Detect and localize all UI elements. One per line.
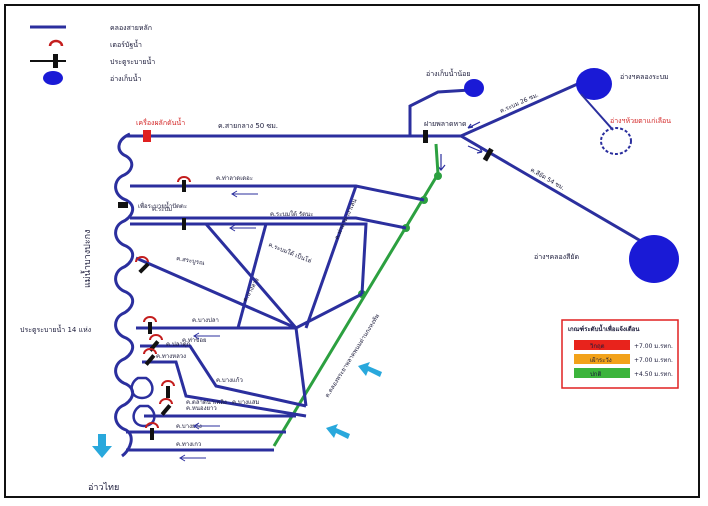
status-value-normal: +4.50 ม.รทก. bbox=[634, 371, 673, 378]
water-network-diagram: คลองสายหลัก เตอร์บัฐน้ำ ประตูระบายน้ำ อ่… bbox=[20, 24, 679, 493]
canal-label: ค.บางปลา bbox=[192, 317, 219, 324]
canal-to-small-reservoir bbox=[408, 88, 471, 136]
sluice-gate-icon bbox=[159, 398, 173, 405]
pump-station-icon bbox=[143, 130, 151, 142]
canal-to-rabom bbox=[460, 76, 592, 138]
canal-label: ค.ระบมใต้ รัตนะ bbox=[270, 210, 313, 218]
water-gate-icon bbox=[138, 262, 150, 274]
water-gate-icon bbox=[182, 180, 186, 192]
canal-label: ค.บางแก้ว bbox=[216, 377, 243, 384]
sluice-gate-icon bbox=[149, 334, 163, 341]
flow-arrow bbox=[467, 145, 483, 154]
canal-label: ค.ท่าลาดเดอะ bbox=[216, 175, 253, 182]
river-loop bbox=[132, 404, 156, 428]
legend: คลองสายหลัก เตอร์บัฐน้ำ ประตูระบายน้ำ อ่… bbox=[30, 24, 155, 85]
watershed-label: ฝายพลาดหาด bbox=[424, 120, 467, 128]
water-gate-icon bbox=[53, 54, 58, 68]
canal-3 bbox=[130, 222, 368, 295]
reservoir-khlong-sri-yat bbox=[629, 235, 679, 283]
canal-label: ค.ทางหลวง bbox=[156, 353, 186, 360]
legend-label-sluice: เตอร์บัฐน้ำ bbox=[110, 38, 142, 49]
left-arrow-icon bbox=[358, 362, 382, 377]
sluice-gate-icon bbox=[143, 316, 157, 323]
status-label-critical: วิกฤต bbox=[589, 343, 604, 350]
canal-label: ค.ทางเกว bbox=[176, 441, 201, 448]
legend-label-main-canal: คลองสายหลัก bbox=[110, 24, 152, 32]
bay-label: อ่าวไทย bbox=[88, 482, 119, 493]
flow-arrow bbox=[467, 121, 481, 129]
status-label-normal: ปกติ bbox=[590, 371, 601, 378]
branch-canals bbox=[126, 184, 425, 452]
canal-9 bbox=[304, 185, 358, 329]
water-gate-icon bbox=[150, 428, 154, 440]
canal-6 bbox=[294, 327, 308, 407]
canal-11 bbox=[142, 360, 307, 418]
status-value-watch: +7.00 ม.รทก. bbox=[634, 357, 673, 364]
planned-reservoir-label: อ่างฯห้วยตาแก่เลือน bbox=[610, 117, 671, 125]
canal-label: ค.ระบมใต้ เป็นโล่ bbox=[267, 240, 313, 266]
inflow-arrows bbox=[92, 362, 382, 458]
water-gate-icon bbox=[182, 218, 186, 230]
canal-10 bbox=[140, 344, 307, 408]
legend-label-water-gate: ประตูระบายน้ำ bbox=[110, 55, 155, 66]
reservoir-khlong-rabom-label: อ่างฯคลองระบม bbox=[620, 73, 669, 81]
sluice-gate-icon bbox=[177, 176, 191, 183]
water-gate-icon bbox=[144, 354, 156, 366]
water-gate-icon bbox=[148, 322, 152, 334]
canal-label: ค.ปลาดุก bbox=[166, 341, 191, 348]
water-gate-icon bbox=[160, 404, 172, 416]
canal-label: ค.หนองยาว bbox=[186, 405, 217, 412]
gates bbox=[118, 176, 191, 440]
reservoir-khlong-sri-yat-label: อ่างฯคลองสียัด bbox=[534, 253, 579, 261]
river-loop bbox=[130, 376, 154, 400]
canal-label: ค.ระบม bbox=[152, 206, 172, 213]
status-swatch-watch bbox=[574, 354, 630, 364]
canal-8 bbox=[236, 223, 268, 329]
canal-2 bbox=[130, 216, 407, 230]
down-arrow-icon bbox=[92, 434, 112, 458]
sluice-gate-icon bbox=[48, 39, 64, 47]
canal-flow-arrows bbox=[179, 190, 258, 462]
water-gate-icon bbox=[118, 202, 128, 208]
canal-1 bbox=[130, 184, 425, 202]
canal-to-sri-yat bbox=[460, 134, 647, 246]
pump-station-label: เครื่องผลักดันน้ำ bbox=[136, 116, 185, 127]
sluice-gate-icon bbox=[135, 256, 149, 263]
canal-to-planned bbox=[580, 93, 614, 131]
green-node bbox=[434, 172, 442, 180]
canal-label: ค.บางยาง bbox=[176, 423, 202, 430]
planned-reservoir bbox=[600, 127, 632, 155]
status-swatch-critical bbox=[574, 340, 630, 350]
main-gate-icon bbox=[423, 130, 428, 143]
canal-label: ค.บางแสม bbox=[232, 399, 260, 406]
diagram-frame: คลองสายหลัก เตอร์บัฐน้ำ ประตูระบายน้ำ อ่… bbox=[4, 4, 700, 498]
sluice-gate-icon bbox=[143, 348, 157, 355]
status-box-title: เกณฑ์ระดับน้ำเพื่อแจ้งเตือน bbox=[568, 323, 640, 333]
canal-label: ค.สระบูรณ bbox=[176, 255, 206, 267]
sluice-gate-icon bbox=[145, 422, 159, 429]
status-box: เกณฑ์ระดับน้ำเพื่อแจ้งเตือน วิกฤต +7.00 … bbox=[561, 319, 679, 389]
left-arrow-icon bbox=[326, 424, 350, 439]
status-label-watch: เฝ้าระวัง bbox=[590, 357, 612, 364]
sluice-gate-icon bbox=[161, 380, 175, 387]
canal-label: ค.ท่าข่อย bbox=[182, 337, 206, 344]
main-canal-label: ค.สายกลาง 50 ซม. bbox=[218, 122, 278, 130]
bangpakong-river bbox=[114, 132, 135, 458]
reservoir-icon bbox=[43, 71, 63, 85]
canal-label: ค.ตลาดนาเพลิง bbox=[186, 399, 227, 406]
sri-yat-gate-icon bbox=[482, 147, 494, 162]
water-gate-icon bbox=[166, 386, 170, 398]
gates-count-label: ประตูระบายน้ำ 14 แห่ง bbox=[20, 323, 91, 334]
pump-gate-label: เพื่อระบายน้ำปัตตะ bbox=[138, 200, 187, 210]
canal-label: ค.คลองพระยาพลาดพนมด่านกงหงทัพ bbox=[324, 313, 381, 399]
river-name-label: แม่น้ำบางปะกง bbox=[80, 230, 93, 289]
small-reservoir bbox=[464, 79, 484, 97]
small-reservoir-label: อ่างเก็บน้ำน้อย bbox=[426, 67, 470, 78]
status-value-critical: +7.00 ม.รทก. bbox=[634, 343, 673, 350]
legend-label-reservoir: อ่างเก็บน้ำ bbox=[110, 72, 141, 83]
status-swatch-normal bbox=[574, 368, 630, 378]
reservoir-khlong-rabom bbox=[576, 68, 612, 100]
